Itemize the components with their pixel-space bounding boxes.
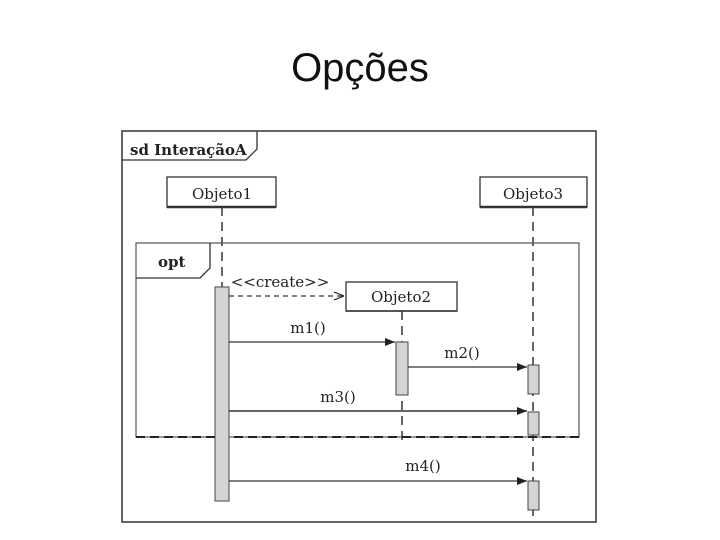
activation-objeto2 (395, 341, 409, 396)
message-create-label: <<create>> (231, 273, 330, 291)
activation-objeto3-m2 (527, 364, 540, 395)
message-m3-label: m3() (320, 388, 355, 406)
message-m1-label: m1() (290, 319, 325, 337)
interaction-frame (121, 130, 597, 523)
opt-fragment (135, 242, 580, 438)
opt-operator-label: opt (158, 253, 185, 271)
slide-title: Opções (291, 46, 429, 90)
activation-objeto1 (214, 286, 230, 502)
frame-label: sd InteraçãoA (130, 141, 247, 159)
lifeline-label-objeto1: Objeto1 (192, 185, 252, 203)
lifeline-head-objeto3 (479, 176, 588, 208)
message-m4-label: m4() (405, 457, 440, 475)
lifeline-head-objeto1 (166, 176, 277, 208)
opt-operator-tab (136, 243, 211, 279)
lifeline-label-objeto2: Objeto2 (371, 288, 431, 306)
activation-objeto3-m3 (527, 411, 540, 436)
frame-label-tab (122, 131, 258, 161)
lifeline-label-objeto3: Objeto3 (503, 185, 563, 203)
activation-objeto3-m4 (527, 480, 540, 511)
message-m2-label: m2() (444, 344, 479, 362)
